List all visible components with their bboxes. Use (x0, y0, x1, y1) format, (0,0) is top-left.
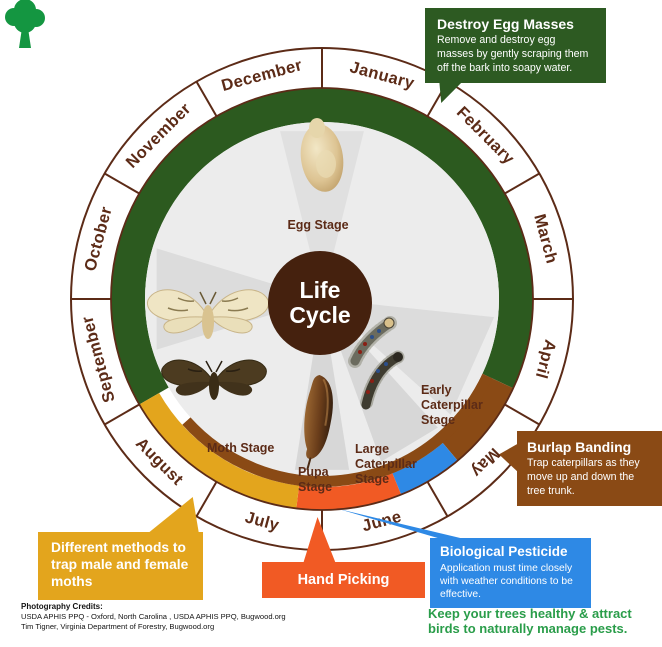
biological-pesticide-callout: Biological Pesticide Application must ti… (430, 538, 591, 608)
pupa-image (304, 374, 333, 471)
destroy-egg-masses-body: Remove and destroy egg masses by gently … (437, 34, 589, 74)
male-moth-image (161, 359, 267, 400)
center-title: Life Cycle (289, 277, 351, 328)
hand-picking-callout: Hand Picking (262, 562, 425, 598)
month-tick (104, 172, 140, 195)
female-moth-image (146, 289, 270, 339)
burlap-banding-title: Burlap Banding (527, 439, 632, 455)
photography-credits: Photography Credits: USDA APHIS PPQ - Ox… (21, 602, 286, 632)
large-caterpillar-image (348, 316, 397, 368)
early-caterpillar-image (359, 350, 405, 412)
hand-picking-title: Hand Picking (297, 571, 390, 588)
month-tick (504, 172, 540, 195)
month-tick (426, 481, 449, 517)
center-circle (268, 251, 372, 355)
biological-pesticide-body: Application must time closely with weath… (440, 562, 573, 601)
burlap-inner-arc (182, 373, 493, 487)
large-caterpillar-stage-label: Large Caterpillar Stage (355, 442, 417, 486)
early-caterpillar-stage-label: Early Caterpillar Stage (421, 383, 483, 427)
trap-moths-callout: Different methods to trap male and femal… (38, 532, 203, 601)
moth-stage-label: Moth Stage (207, 441, 275, 455)
biological-pesticide-title: Biological Pesticide (440, 544, 568, 559)
month-tick (104, 403, 140, 426)
destroy-egg-masses-title: Destroy Egg Masses (437, 16, 574, 32)
burlap-banding-body: Trap caterpillars as they move up and do… (527, 457, 640, 497)
destroy-egg-masses-callout: Destroy Egg Masses Remove and destroy eg… (425, 8, 606, 84)
trap-moths-title: Different methods to trap male and femal… (51, 540, 189, 589)
month-tick (195, 481, 218, 517)
pesticide-blue-arc (392, 442, 458, 495)
credits-line-1: USDA APHIS PPQ - Oxford, North Carolina … (21, 612, 286, 622)
pupa-stage-label: Pupa Stage (298, 465, 333, 494)
may-brown-arc (435, 373, 514, 461)
month-tick (195, 81, 218, 117)
egg-period-arc (111, 87, 533, 405)
healthy-trees-tip: Keep your trees healthy & attract birds … (428, 606, 632, 637)
burlap-banding-callout: Burlap Banding Trap caterpillars as they… (517, 431, 662, 507)
handpick-orange-arc (296, 473, 402, 511)
credits-heading: Photography Credits: (21, 602, 103, 611)
month-tick (504, 403, 540, 426)
egg-stage-label: Egg Stage (287, 218, 349, 232)
egg-mass-image (300, 118, 344, 192)
period-band (111, 87, 533, 511)
tree-icon (5, 0, 45, 48)
trap-gold-arc (139, 392, 300, 509)
egg-wedge (280, 131, 364, 299)
credits-line-2: Tim Tigner, Virginia Department of Fores… (21, 622, 215, 632)
